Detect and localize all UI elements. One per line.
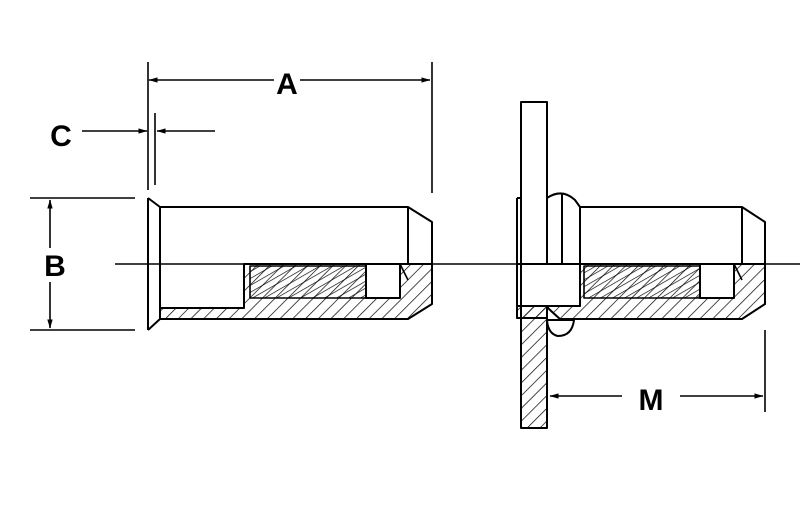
counterbore-edge-installed	[733, 263, 743, 281]
installed-rivet-nut	[516, 101, 766, 429]
dimension-b-label: B	[44, 250, 66, 283]
bulge-upper	[546, 192, 581, 264]
dimension-m	[549, 330, 766, 412]
thread-region	[249, 265, 367, 299]
panel-upper	[520, 101, 548, 265]
flange-outline	[147, 197, 161, 331]
dimension-b	[30, 197, 135, 331]
flange-lower	[516, 263, 581, 307]
body-upper-installed	[580, 206, 766, 264]
dimension-a-label: A	[276, 68, 298, 101]
dimension-c	[82, 113, 215, 185]
bulge-lower	[546, 319, 575, 337]
dimension-m-label: M	[639, 384, 664, 417]
dimension-a	[147, 62, 433, 193]
thread-region-installed	[583, 265, 701, 299]
dimension-c-label: C	[50, 120, 72, 153]
body-upper	[160, 206, 433, 264]
bore-cutout-installed	[579, 263, 735, 299]
panel-lower	[520, 305, 548, 429]
uninstalled-rivet-nut	[147, 197, 433, 331]
flange-upper	[516, 197, 521, 264]
flange-hatch-strip	[516, 305, 548, 319]
counterbore-edge	[399, 263, 409, 281]
